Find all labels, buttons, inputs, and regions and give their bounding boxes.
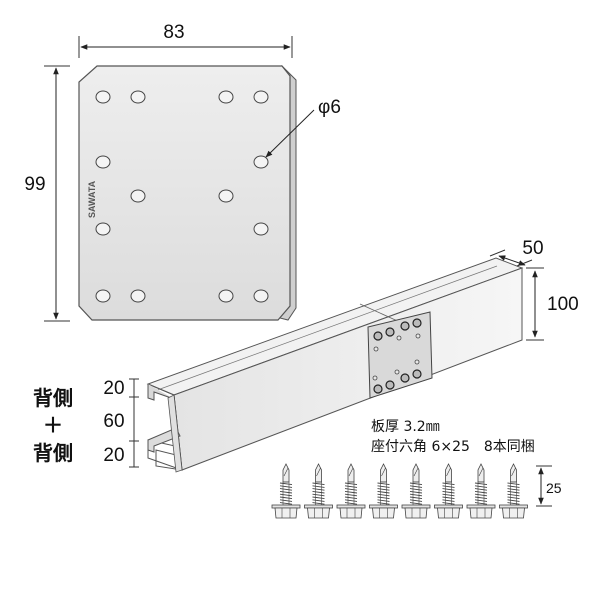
plate-drawing: 83 99 SAWAT bbox=[24, 22, 341, 322]
plate-holes bbox=[95, 90, 269, 303]
beam-plate bbox=[367, 311, 433, 399]
label-back-side-bottom: 背側 bbox=[33, 441, 73, 465]
screw-icon bbox=[434, 463, 463, 519]
plate-body bbox=[78, 65, 291, 321]
beam-drawing: 50 100 bbox=[146, 238, 579, 473]
hole-diameter-label: φ6 bbox=[318, 97, 341, 118]
beam-depth-label: 50 bbox=[522, 238, 543, 259]
beam-depth-dimension: 50 bbox=[489, 238, 544, 267]
hole-diameter-callout: φ6 bbox=[265, 97, 341, 158]
plate-width-label: 83 bbox=[163, 22, 184, 43]
plate-height-dimension: 99 bbox=[24, 65, 70, 322]
dim-web-opening: 60 bbox=[103, 411, 124, 432]
screw-icon bbox=[336, 463, 366, 519]
label-plus: ＋ bbox=[43, 413, 63, 437]
screw-row bbox=[271, 463, 528, 519]
sawata-logo: SAWATA bbox=[87, 180, 97, 218]
screw-icon bbox=[499, 463, 528, 519]
screw-length-dimension: 25 bbox=[536, 465, 562, 507]
screw-icon bbox=[304, 463, 333, 519]
beam-height-label: 100 bbox=[547, 294, 579, 315]
screw-icon bbox=[401, 463, 431, 519]
screw-icon bbox=[369, 463, 398, 519]
spec-plate-thickness: 板厚 3.2㎜ bbox=[371, 419, 440, 435]
screw-icon bbox=[466, 463, 496, 519]
dim-flange-bottom: 20 bbox=[103, 445, 124, 466]
channel-section-labels: 背側 ＋ 背側 20 60 20 bbox=[33, 378, 139, 468]
label-back-side-top: 背側 bbox=[33, 386, 73, 410]
spec-screws: 座付六角 6×25 8本同梱 bbox=[371, 439, 535, 455]
spec-text: 板厚 3.2㎜ 座付六角 6×25 8本同梱 bbox=[371, 419, 535, 455]
screw-icon bbox=[271, 463, 301, 519]
plate-height-label: 99 bbox=[24, 174, 45, 195]
beam-height-dimension: 100 bbox=[526, 267, 579, 341]
dim-flange-top: 20 bbox=[103, 378, 124, 399]
plate-width-dimension: 83 bbox=[78, 22, 293, 58]
screw-length-label: 25 bbox=[546, 480, 562, 496]
